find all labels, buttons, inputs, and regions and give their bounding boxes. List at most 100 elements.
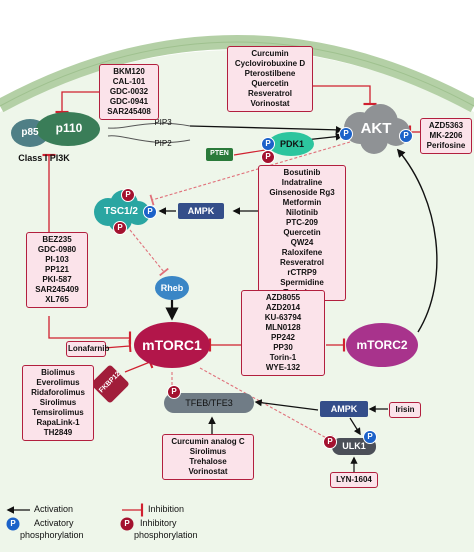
drug-item: Irisin	[395, 405, 415, 414]
drug-item: Vorinostat	[250, 99, 290, 108]
phos-inhib-ulk1	[323, 435, 337, 449]
ulk1-shape	[332, 438, 376, 455]
drug-item: Bosutinib	[283, 168, 321, 177]
p110-shape	[36, 112, 100, 146]
dual-pi3k-mtor-inhibitor-list: BEZ235 GDC-0980 PI-103 PP121 PKI-587 SAR…	[26, 232, 88, 308]
phos-p-ulk1-inhib: P	[327, 437, 333, 446]
tsc-shape	[94, 190, 150, 232]
drug-item: KU-63794	[264, 313, 302, 322]
phos-inhib-tsc-top	[121, 188, 135, 202]
mtorc1-label: mTORC1	[142, 337, 202, 353]
drug-item: GDC-0980	[37, 245, 77, 254]
phos-p-ulk1-activ: P	[367, 432, 373, 441]
phos-p-tsc-activ: P	[147, 207, 153, 216]
akt-shape	[344, 104, 410, 154]
drug-item: Curcumin	[251, 49, 289, 58]
legend-p-activ: P	[10, 519, 16, 528]
drug-item: GDC-0941	[109, 97, 149, 106]
pip2-label: PIP2	[154, 139, 172, 148]
tfeb-shape	[164, 393, 254, 413]
drug-item: Cyclovirobuxine D	[234, 59, 306, 68]
activate-mtorc2-akt	[396, 148, 438, 333]
legend-activatory-label-2: phosphorylation	[20, 530, 84, 540]
legend-activatory-circle	[6, 517, 20, 531]
drug-item: Vorinostat	[188, 467, 228, 476]
drug-item: PI-103	[45, 255, 69, 264]
lyn-1604-box: LYN-1604	[330, 472, 378, 488]
drug-item: RapaLink-1	[36, 418, 80, 427]
phos-inhib-tsc-bottom	[113, 221, 127, 235]
drug-item: Trehalose	[189, 457, 227, 466]
legend-p-inhib: P	[124, 519, 130, 528]
drug-item: PP242	[270, 333, 296, 342]
tfeb-activator-list: Curcumin analog C Sirolimus Trehalose Vo…	[162, 434, 254, 480]
drug-item: Nilotinib	[286, 208, 318, 217]
ampk-bottom-label: AMPK	[330, 404, 358, 414]
pten-shape	[206, 148, 233, 161]
drug-item: Resveratrol	[279, 258, 325, 267]
legend-inhibition-label: Inhibition	[148, 504, 185, 514]
drug-item: Spermidine	[280, 278, 324, 287]
legend-inhibitory-label-1: Inhibitory	[140, 518, 177, 528]
drug-item: Ginsenoside Rg3	[269, 188, 335, 197]
mtorc1-shape	[134, 322, 210, 368]
legend-activation-label: Activation	[34, 504, 74, 514]
drug-item: GDC-0032	[109, 87, 149, 96]
drug-item: AZD8055	[265, 293, 301, 302]
drug-item: rCTRP9	[287, 268, 317, 277]
drug-item: Metformin	[282, 198, 322, 207]
pten-label: PTEN	[210, 150, 229, 157]
p110-label: p110	[55, 121, 83, 135]
drug-item: Sirolimus	[189, 447, 227, 456]
pi3k-inhibitor-list: BKM120 CAL-101 GDC-0032 GDC-0941 SAR2454…	[99, 64, 159, 120]
pdk1-label: PDK1	[279, 139, 304, 149]
drug-item: Raloxifene	[281, 248, 323, 257]
mtor-kinase-inhibitor-list: AZD8055 AZD2014 KU-63794 MLN0128 PP242 P…	[241, 290, 325, 376]
ampk-activator-list: Bosutinib Indatraline Ginsenoside Rg3 Me…	[258, 165, 346, 301]
phos-inhib-tfeb	[167, 385, 181, 399]
ampk-top-shape	[178, 203, 224, 219]
phos-p-tfeb: P	[171, 387, 177, 396]
drug-item: Quercetin	[251, 79, 289, 88]
ulk1-label: ULK1	[342, 441, 366, 451]
drug-item: Curcumin analog C	[171, 437, 245, 446]
drug-item: Temsirolimus	[32, 408, 84, 417]
phos-p-pdk1-activ: P	[265, 139, 271, 148]
rheb-shape	[155, 276, 189, 300]
drug-item: SAR245408	[107, 107, 151, 116]
akt-inhibitor-list-top: Curcumin Cyclovirobuxine D Pterostilbene…	[227, 46, 313, 112]
drug-item: Indatraline	[281, 178, 323, 187]
legend-inhibitory-circle	[120, 517, 134, 531]
tfeb-label: TFEB/TFE3	[185, 398, 233, 408]
activate-pi3k-akt	[189, 125, 344, 134]
akt-inhibitor-list-right: AZD5363 MK-2206 Perifosine	[420, 118, 472, 154]
phos-activ-tsc	[143, 205, 157, 219]
drug-item: AZD2014	[265, 303, 301, 312]
drug-item: BEZ235	[42, 235, 72, 244]
drug-item: SAR245409	[35, 285, 79, 294]
phos-p-pdk1-inhib: P	[265, 152, 271, 161]
phos-activ-ulk1	[363, 430, 377, 444]
drug-item: CAL-101	[112, 77, 146, 86]
inhibit-tsc-rheb	[129, 229, 169, 277]
drug-item: PTC-209	[285, 218, 318, 227]
activate-ampk-ulk1	[349, 417, 361, 436]
drug-item: PP30	[273, 343, 293, 352]
akt-label: AKT	[360, 120, 392, 137]
pip2-pip3-conversion	[107, 122, 191, 129]
phos-p-tsc-bottom: P	[117, 223, 123, 232]
tsc-label: TSC1/2	[104, 206, 138, 217]
drug-item: MLN0128	[265, 323, 301, 332]
ampk-bottom-shape	[320, 401, 368, 417]
inhibit-pi3k-list	[55, 91, 99, 114]
drug-item: PP121	[44, 265, 70, 274]
drug-item: XL765	[45, 295, 69, 304]
lonafarnib-box: Lonafarnib	[66, 341, 109, 357]
inhibit-lonafarnib	[103, 339, 132, 353]
phos-activ-akt-right	[399, 129, 413, 143]
pip3-label: PIP3	[154, 118, 172, 127]
mtorc2-label: mTORC2	[356, 338, 408, 352]
pdk1-shape	[268, 132, 314, 156]
drug-item: Ridaforolimus	[31, 388, 85, 397]
